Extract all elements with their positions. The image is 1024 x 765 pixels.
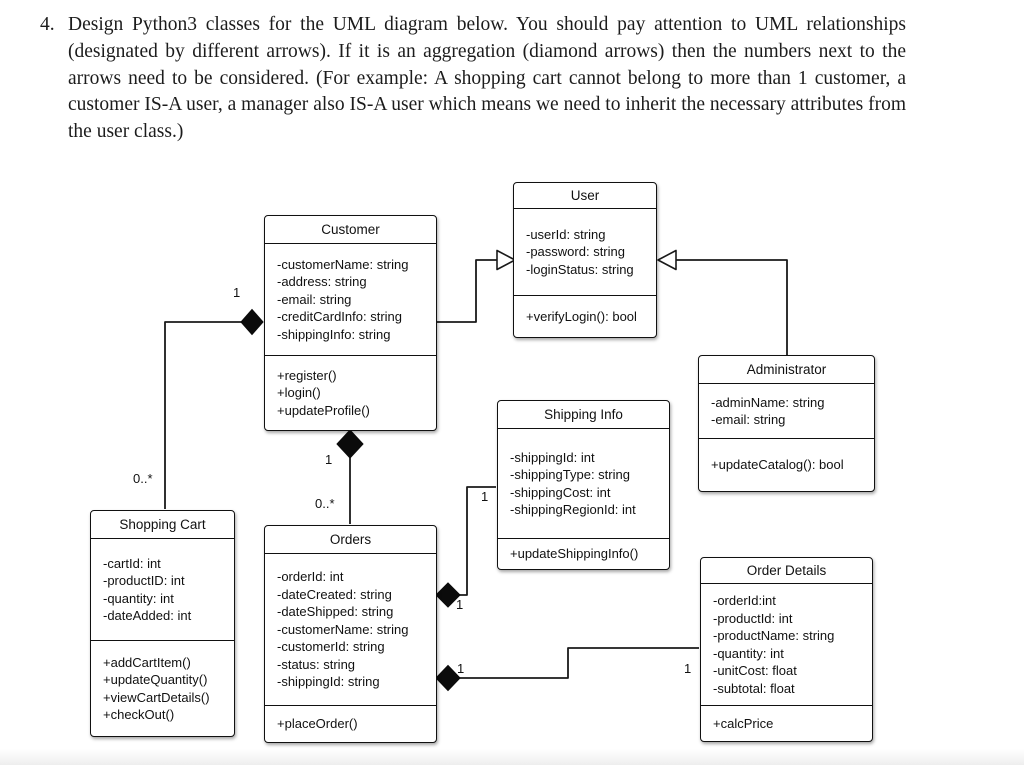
uml-class-shopping-cart: Shopping Cart -cartId: int -productID: i…	[90, 510, 235, 737]
method: +updateShippingInfo()	[510, 546, 639, 562]
attribute: -shippingId: int	[510, 449, 595, 465]
attribute: -orderId:int	[713, 593, 776, 608]
multiplicity-label: 1	[684, 661, 692, 676]
method: +register()	[277, 367, 337, 383]
class-methods: +addCartItem() +updateQuantity() +viewCa…	[91, 641, 234, 736]
attribute: -quantity: int	[713, 645, 784, 661]
attribute: -shippingType: string	[510, 467, 630, 482]
page-bottom-edge	[0, 749, 1024, 765]
edge-orders-shippinginfo-aggregation	[435, 486, 496, 608]
attribute: -shippingRegionId: int	[510, 502, 636, 517]
attribute: -userId: string	[526, 226, 606, 242]
edge-customer-orders-aggregation	[336, 429, 364, 524]
class-methods: +verifyLogin(): bool	[514, 296, 656, 337]
class-title: Orders	[265, 526, 436, 554]
class-methods: +updateShippingInfo()	[498, 539, 669, 569]
multiplicity-label: 1	[481, 489, 489, 504]
method: +placeOrder()	[277, 716, 358, 732]
edge-orders-orderdetails-aggregation	[435, 647, 699, 692]
multiplicity-label: 1	[233, 285, 241, 300]
problem-statement: 4. Design Python3 classes for the UML di…	[40, 12, 906, 146]
multiplicity-label: 1	[457, 661, 465, 676]
class-attributes: -orderId:int -productId: int -productNam…	[701, 584, 872, 706]
aggregation-diamond-icon	[240, 308, 264, 336]
attribute: -address: string	[277, 274, 367, 290]
uml-class-order-details: Order Details -orderId:int -productId: i…	[700, 557, 873, 742]
multiplicity-label: 1	[456, 597, 464, 612]
class-title: Shipping Info	[498, 401, 669, 429]
attribute: -dateShipped: string	[277, 604, 394, 620]
method: +updateProfile()	[277, 402, 370, 418]
edge-customer-shoppingcart-aggregation	[164, 308, 264, 509]
attribute: -password: string	[526, 244, 625, 260]
attribute: -email: string	[277, 291, 352, 307]
inheritance-arrowhead-icon	[657, 249, 677, 271]
method: +updateCatalog(): bool	[711, 457, 844, 473]
class-attributes: -userId: string -password: string -login…	[514, 209, 656, 296]
problem-number: 4.	[40, 14, 55, 35]
attribute: -shippingInfo: string	[277, 326, 391, 342]
edge-customer-user-inheritance	[437, 249, 516, 323]
method: +checkOut()	[103, 707, 175, 722]
attribute: -subtotal: float	[713, 680, 795, 696]
attribute: -status: string	[277, 656, 356, 672]
class-methods: +placeOrder()	[265, 706, 436, 742]
class-attributes: -customerName: string -address: string -…	[265, 244, 436, 356]
class-title: User	[514, 183, 656, 209]
class-attributes: -cartId: int -productID: int -quantity: …	[91, 539, 234, 641]
attribute: -creditCardInfo: string	[277, 309, 402, 325]
attribute: -productId: int	[713, 610, 793, 626]
class-title: Administrator	[699, 356, 874, 384]
class-attributes: -shippingId: int -shippingType: string -…	[498, 429, 669, 539]
class-title: Shopping Cart	[91, 511, 234, 539]
attribute: -shippingId: string	[277, 674, 380, 690]
attribute: -adminName: string	[711, 394, 825, 410]
uml-class-customer: Customer -customerName: string -address:…	[264, 215, 437, 431]
attribute: -productName: string	[713, 628, 835, 643]
uml-class-user: User -userId: string -password: string -…	[513, 182, 657, 338]
attribute: -cartId: int	[103, 555, 161, 571]
multiplicity-label: 0..*	[315, 496, 335, 511]
aggregation-diamond-icon	[336, 429, 364, 459]
attribute: -shippingCost: int	[510, 484, 611, 500]
method: +calcPrice	[713, 715, 774, 731]
attribute: -email: string	[711, 412, 786, 427]
multiplicity-label: 0..*	[133, 471, 153, 486]
method: +login()	[277, 385, 321, 401]
method: +addCartItem()	[103, 654, 191, 670]
attribute: -orderId: int	[277, 569, 344, 585]
multiplicity-label: 1	[325, 452, 333, 467]
problem-text: Design Python3 classes for the UML diagr…	[68, 14, 906, 143]
uml-class-orders: Orders -orderId: int -dateCreated: strin…	[264, 525, 437, 743]
attribute: -quantity: int	[103, 590, 174, 606]
attribute: -unitCost: float	[713, 663, 797, 678]
method: +verifyLogin(): bool	[526, 308, 637, 324]
class-title: Customer	[265, 216, 436, 244]
class-title: Order Details	[701, 558, 872, 584]
class-methods: +updateCatalog(): bool	[699, 439, 874, 491]
uml-class-administrator: Administrator -adminName: string -email:…	[698, 355, 875, 492]
class-attributes: -orderId: int -dateCreated: string -date…	[265, 554, 436, 706]
class-attributes: -adminName: string -email: string	[699, 384, 874, 439]
attribute: -dateCreated: string	[277, 586, 392, 602]
class-methods: +calcPrice	[701, 706, 872, 741]
method: +updateQuantity()	[103, 672, 208, 687]
method: +viewCartDetails()	[103, 689, 210, 705]
attribute: -dateAdded: int	[103, 608, 192, 623]
class-methods: +register() +login() +updateProfile()	[265, 356, 436, 430]
attribute: -productID: int	[103, 573, 185, 588]
attribute: -loginStatus: string	[526, 261, 634, 277]
edge-administrator-user-inheritance	[657, 249, 788, 355]
uml-class-shipping-info: Shipping Info -shippingId: int -shipping…	[497, 400, 670, 570]
attribute: -customerName: string	[277, 256, 409, 272]
attribute: -customerName: string	[277, 621, 409, 637]
attribute: -customerId: string	[277, 639, 385, 655]
